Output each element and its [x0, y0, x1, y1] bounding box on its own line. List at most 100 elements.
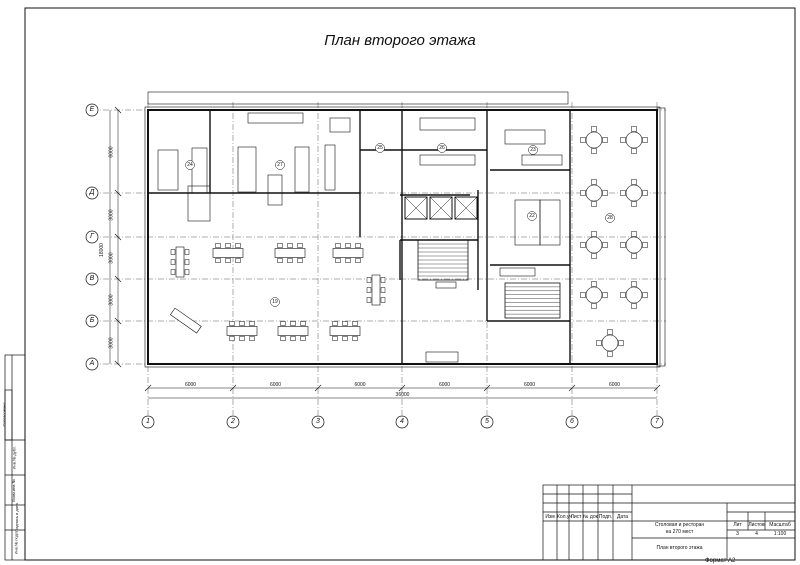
room-marker: [605, 213, 615, 223]
side-stamp: [4, 354, 26, 561]
equipment: [237, 146, 257, 193]
room-marker: [528, 145, 538, 155]
room-marker: [270, 297, 280, 307]
axis-bubble: [85, 272, 99, 286]
room-number: 19: [272, 299, 278, 305]
round-table: [625, 184, 643, 202]
equipment: [247, 112, 304, 124]
equipment: [435, 281, 457, 289]
drawing-title: План второго этажа: [324, 32, 476, 49]
axis-number-label: 3: [316, 418, 320, 425]
axis-number-label: 5: [485, 418, 489, 425]
axis-number-label: 7: [655, 418, 659, 425]
round-table: [585, 286, 603, 304]
axis-letter-label: Б: [89, 317, 95, 324]
round-table: [585, 236, 603, 254]
dining-table: [226, 326, 258, 336]
dim-horizontal-part: 6000: [608, 382, 621, 388]
dim-vertical-part: 6000: [108, 145, 115, 158]
side-stamp-label-4: Подпись и дата: [13, 503, 19, 532]
building-outline: [144, 91, 666, 368]
stamp-h-doc: № док: [583, 514, 598, 520]
round-table: [585, 184, 603, 202]
axis-bubble: [226, 415, 240, 429]
round-table: [601, 334, 619, 352]
dim-horizontal-part: 6000: [354, 382, 366, 388]
equipment: [187, 185, 211, 222]
axis-number-label: 1: [146, 418, 150, 425]
stamp-h-podp: Подп.: [598, 514, 613, 520]
room-number: 26: [439, 145, 445, 151]
stamp-sheets-value: 4: [755, 531, 758, 537]
axis-bubble: [480, 415, 494, 429]
equipment: [267, 174, 283, 206]
dim-vertical-part: 3000: [108, 209, 115, 221]
dining-table: [175, 246, 185, 278]
room-number: 27: [277, 162, 283, 168]
stamp-scale-value: 1:100: [773, 531, 787, 537]
room-number: 23: [530, 147, 536, 153]
axis-bubble: [85, 314, 99, 328]
side-stamp-label-1: Согласовано: [1, 402, 7, 427]
dim-vertical-part: 3000: [108, 294, 115, 306]
equipment: [514, 199, 541, 246]
stamp-format: Формат А2: [705, 558, 736, 564]
room-marker: [185, 160, 195, 170]
room-marker: [437, 143, 447, 153]
dim-horizontal-total: 36000: [395, 392, 410, 398]
equipment: [499, 267, 536, 277]
axis-letter-label: В: [89, 275, 95, 282]
equipment: [425, 351, 459, 363]
round-table: [585, 131, 603, 149]
axis-bubble: [85, 186, 99, 200]
side-stamp-label-5: Инв.№ подл.: [13, 530, 19, 555]
dim-horizontal-part: 6000: [438, 382, 451, 388]
sheet-frame: [24, 7, 796, 561]
staircase: [504, 282, 561, 319]
axis-letter-label: Д: [89, 189, 95, 196]
stamp-scale-label: Масштаб: [769, 522, 791, 528]
axis-letter-label: Е: [89, 106, 95, 113]
axis-bubble: [141, 415, 155, 429]
equipment: [324, 144, 336, 191]
room-number: 28: [607, 215, 613, 221]
furniture-layout: [157, 112, 648, 363]
equipment: [191, 147, 208, 194]
axis-letter-label: Г: [90, 233, 94, 240]
stamp-h-date: Дата: [616, 514, 629, 520]
dim-vertical-total: 18000: [98, 243, 105, 257]
dining-table: [212, 248, 244, 258]
equipment: [329, 117, 351, 133]
room-number: 22: [529, 213, 535, 219]
room-marker: [375, 143, 385, 153]
dimension-lines: [109, 106, 661, 399]
equipment: [419, 154, 476, 166]
equipment: [521, 154, 563, 166]
stamp-sheet-title: План второго этажа: [656, 545, 703, 551]
dim-vertical-part: 3000: [108, 336, 115, 349]
axis-letter-label: А: [89, 360, 95, 367]
axis-bubble: [650, 415, 664, 429]
axis-number-label: 6: [570, 418, 574, 425]
stamp-h-kol: Кол.уч: [557, 514, 572, 520]
equipment: [539, 199, 561, 246]
stamp-lit-label: Лит: [733, 522, 742, 528]
stamp-h-list: Лист: [570, 514, 582, 520]
stamp-lit-value: 3: [736, 531, 739, 537]
title-block: [542, 484, 796, 561]
equipment: [157, 149, 179, 191]
dim-horizontal-part: 6000: [523, 382, 536, 388]
axis-bubble: [85, 357, 99, 371]
axis-bubble: [565, 415, 579, 429]
axis-bubble: [311, 415, 325, 429]
axis-bubble: [395, 415, 409, 429]
dining-table: [277, 326, 309, 336]
stamp-h-izm: Изм: [545, 514, 555, 520]
equipment: [419, 117, 476, 131]
stamp-project: Столовая и ресторан на 270 мест: [654, 522, 705, 535]
dim-horizontal-part: 6000: [184, 382, 197, 388]
room-number: 25: [377, 145, 383, 151]
stamp-sheets-label: Листов: [748, 522, 765, 528]
room-marker: [527, 211, 537, 221]
